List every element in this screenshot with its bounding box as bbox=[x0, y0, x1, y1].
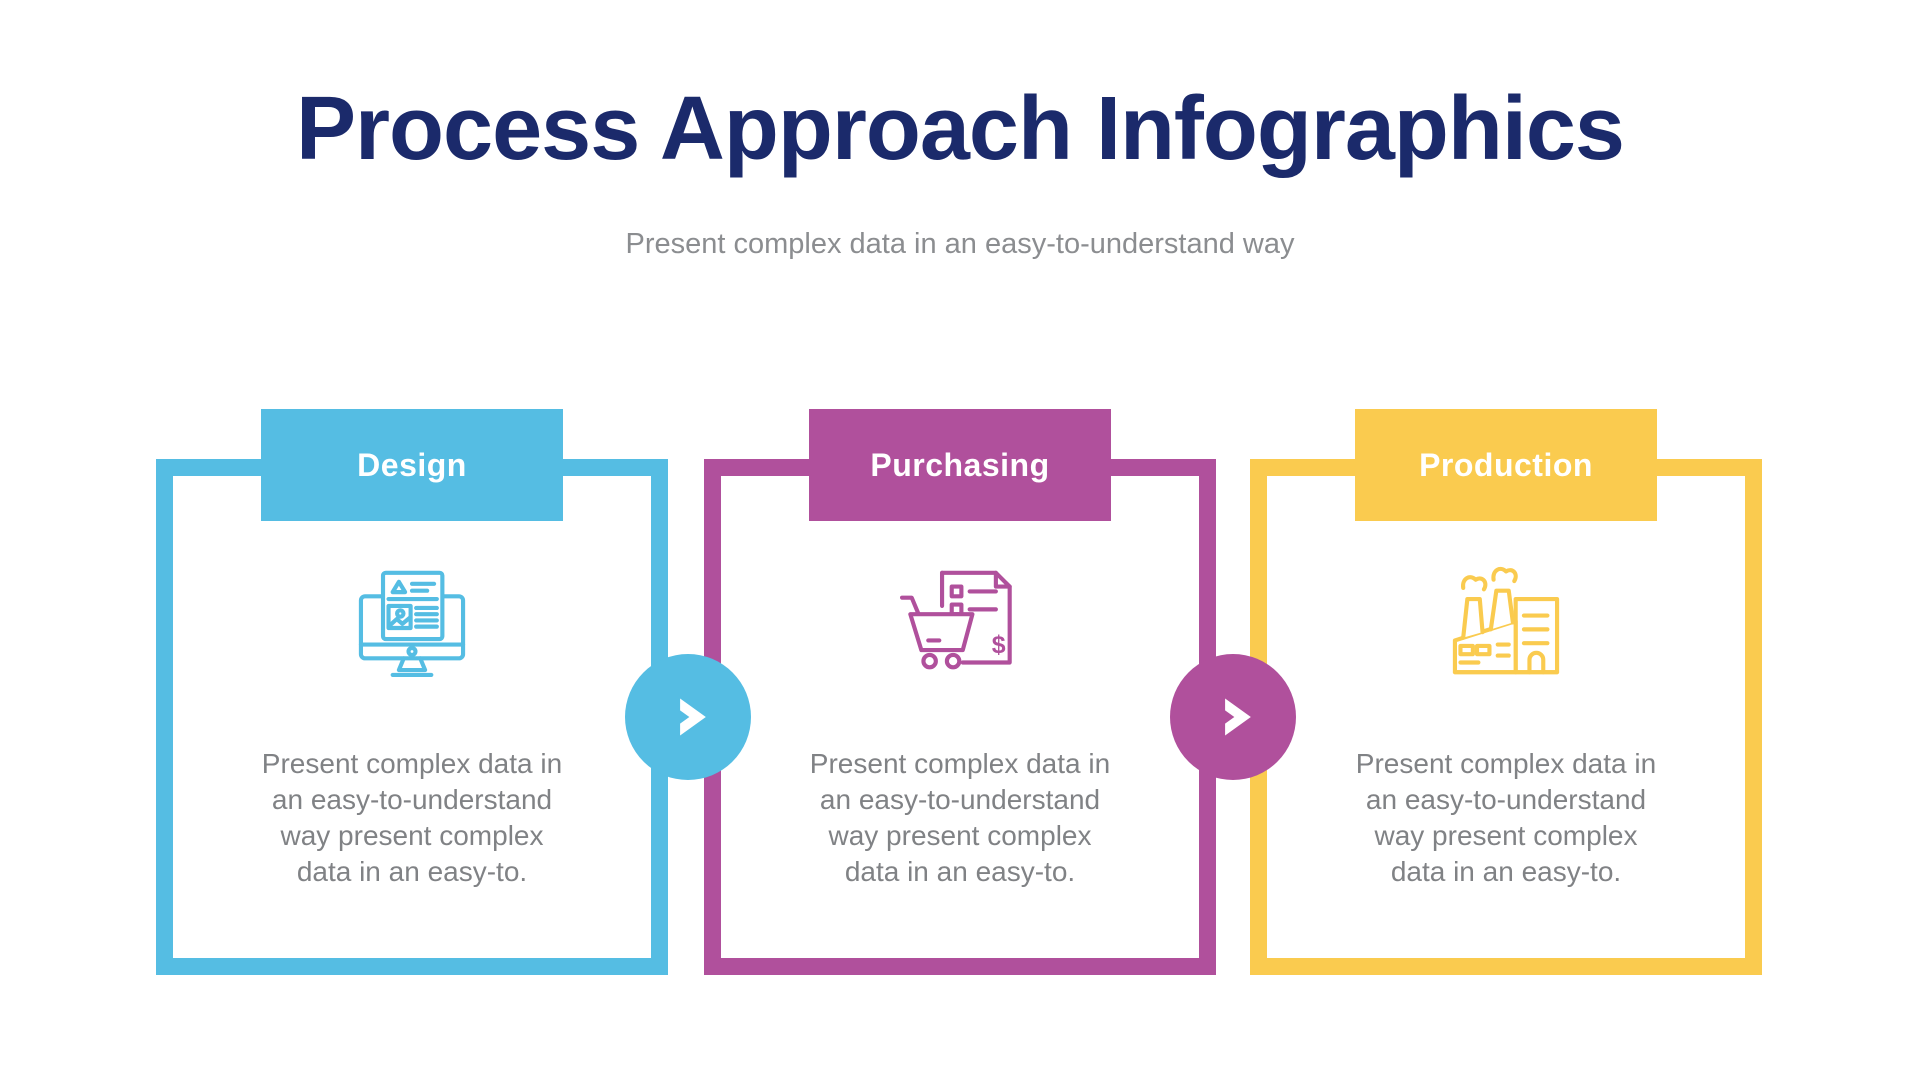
card-description: Present complex data in an easy-to-under… bbox=[173, 746, 651, 890]
card-title: Purchasing bbox=[870, 446, 1050, 483]
description-line: way present complex bbox=[1374, 820, 1638, 851]
card-description: Present complex data in an easy-to-under… bbox=[721, 746, 1199, 890]
chevron-right-icon bbox=[680, 698, 706, 736]
card-title: Production bbox=[1419, 446, 1593, 483]
purchasing-cart-invoice-icon: $ bbox=[885, 558, 1035, 698]
chevron-right-icon bbox=[1225, 698, 1251, 736]
description-line: an easy-to-understand bbox=[271, 784, 553, 815]
description-line: an easy-to-understand bbox=[1365, 784, 1647, 815]
svg-text:$: $ bbox=[992, 632, 1006, 659]
design-monitor-icon bbox=[337, 558, 487, 698]
description-line: data in an easy-to. bbox=[296, 856, 528, 887]
page-subtitle: Present complex data in an easy-to-under… bbox=[625, 228, 1295, 260]
page-title: Process Approach Infographics bbox=[296, 79, 1625, 179]
card-header-tab: Design bbox=[261, 409, 563, 521]
description-line: Present complex data in bbox=[261, 748, 563, 779]
next-step-arrow-2 bbox=[1170, 654, 1296, 780]
card-header-tab: Purchasing bbox=[809, 409, 1111, 521]
description-line: an easy-to-understand bbox=[819, 784, 1101, 815]
process-card-production: Production Prese bbox=[1250, 409, 1762, 975]
description-line: way present complex bbox=[280, 820, 544, 851]
description-line: Present complex data in bbox=[809, 748, 1111, 779]
description-line: way present complex bbox=[828, 820, 1092, 851]
card-title: Design bbox=[357, 446, 467, 483]
next-step-arrow-1 bbox=[625, 654, 751, 780]
process-card-design: Design bbox=[156, 409, 668, 975]
card-header-tab: Production bbox=[1355, 409, 1657, 521]
production-factory-icon bbox=[1431, 558, 1581, 698]
description-line: Present complex data in bbox=[1355, 748, 1657, 779]
description-line: data in an easy-to. bbox=[1390, 856, 1622, 887]
description-line: data in an easy-to. bbox=[844, 856, 1076, 887]
card-description: Present complex data in an easy-to-under… bbox=[1267, 746, 1745, 890]
process-card-purchasing: Purchasing $ Present complex data in a bbox=[704, 409, 1216, 975]
